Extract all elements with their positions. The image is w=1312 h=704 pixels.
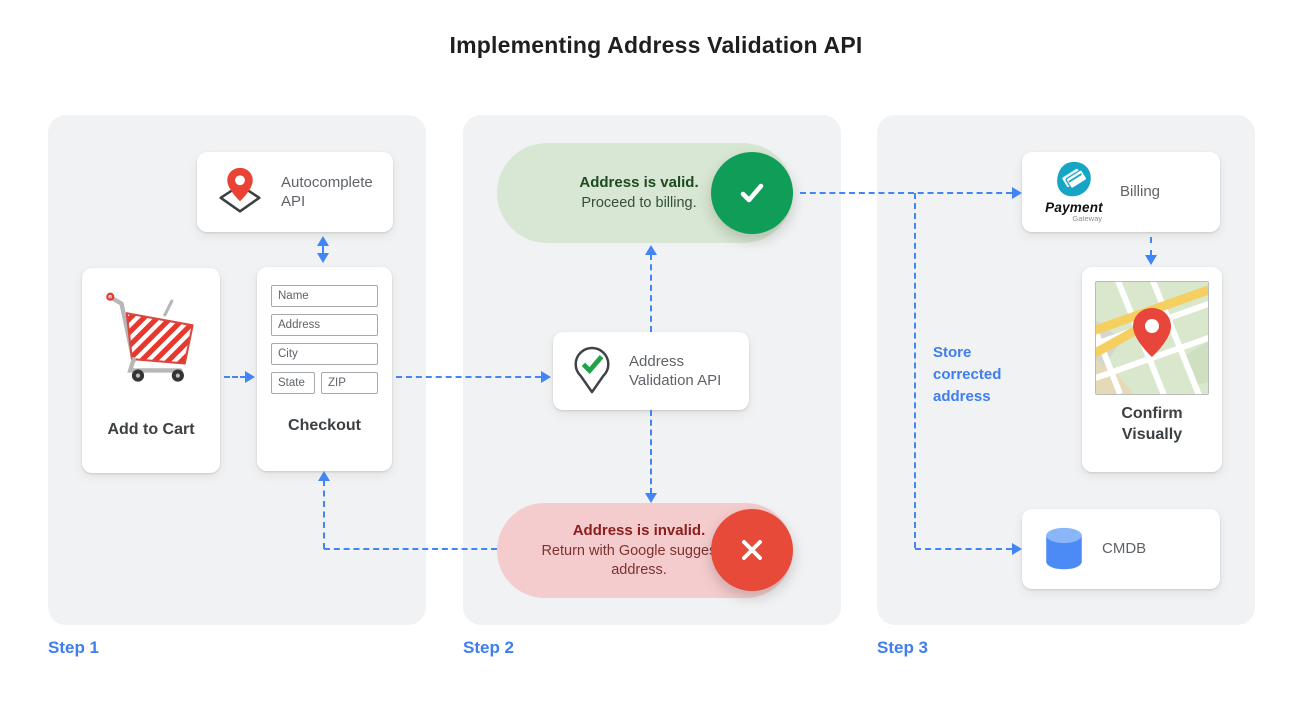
step2-label: Step 2 <box>463 638 515 657</box>
arrow-valid-to-billing-line <box>800 192 1012 194</box>
arrow-valid-to-billing-head <box>1012 187 1022 199</box>
autocomplete-api-label: Autocomplete API <box>281 173 373 211</box>
arrow-cart-to-checkout-line <box>224 376 246 378</box>
add-to-cart-card: Add to Cart <box>82 268 220 473</box>
arrow-billing-to-confirm-line <box>1150 237 1152 256</box>
arrow-checkout-to-validation-head <box>541 371 551 383</box>
arrow-autocomplete-to-checkout-head <box>317 253 329 263</box>
arrow-billing-to-confirm-head <box>1145 255 1157 265</box>
invalid-subtitle: Return with Google suggested address. <box>541 542 737 579</box>
arrow-validation-to-invalid-line <box>650 410 652 494</box>
valid-subtitle: Proceed to billing. <box>581 195 697 212</box>
checkout-zip-field <box>321 372 378 394</box>
database-cylinder-icon <box>1042 525 1086 573</box>
arrow-checkout-to-autocomplete-head <box>317 236 329 246</box>
store-corrected-address-vline <box>914 193 916 548</box>
payment-logo-word: Payment <box>1045 200 1103 215</box>
arrow-validation-to-valid-head <box>645 245 657 255</box>
x-circle-icon <box>711 509 793 591</box>
arrow-invalid-to-checkout-hline <box>324 548 497 550</box>
confirm-visually-label: Confirm Visually <box>1121 404 1183 444</box>
map-pin-diamond-icon <box>213 165 267 219</box>
payment-logo-subword: Gateway <box>1072 214 1102 223</box>
checkout-card: Checkout <box>257 267 392 471</box>
autocomplete-api-card: Autocomplete API <box>197 152 393 232</box>
invalid-title: Address is invalid. <box>572 522 706 540</box>
map-pin-check-icon <box>569 346 615 396</box>
arrow-store-to-cmdb-head <box>1012 543 1022 555</box>
arrow-autocomplete-checkout-line <box>322 244 324 255</box>
arrow-invalid-to-checkout-vline <box>323 480 325 549</box>
billing-label: Billing <box>1120 183 1161 201</box>
checkout-name-field <box>271 285 378 307</box>
payment-gateway-logo: Payment Gateway <box>1038 161 1110 223</box>
checkout-city-field <box>271 343 378 365</box>
add-to-cart-label: Add to Cart <box>107 421 195 439</box>
address-validation-api-card: Address Validation API <box>553 332 749 410</box>
check-circle-icon <box>711 152 793 234</box>
arrow-validation-to-valid-line <box>650 254 652 332</box>
cmdb-card: CMDB <box>1022 509 1220 589</box>
step1-label: Step 1 <box>48 638 100 657</box>
checkout-state-field <box>271 372 315 394</box>
arrow-checkout-to-validation-line <box>396 376 541 378</box>
valid-title: Address is valid. <box>579 174 699 192</box>
arrow-invalid-to-checkout-head <box>318 471 330 481</box>
store-corrected-address-note: Store corrected address <box>933 344 1002 405</box>
address-invalid-pill: Address is invalid. Return with Google s… <box>497 503 793 598</box>
billing-card: Payment Gateway Billing <box>1022 152 1220 232</box>
arrow-store-to-cmdb-line <box>915 548 1012 550</box>
arrow-validation-to-invalid-head <box>645 493 657 503</box>
checkout-address-field <box>271 314 378 336</box>
arrow-cart-to-checkout-head <box>245 371 255 383</box>
map-thumbnail <box>1082 281 1222 395</box>
checkout-label: Checkout <box>288 417 361 435</box>
cmdb-label: CMDB <box>1102 540 1147 558</box>
address-validation-api-label: Address Validation API <box>629 352 722 390</box>
shopping-cart-icon <box>82 284 220 384</box>
step3-label: Step 3 <box>877 638 929 657</box>
address-valid-pill: Address is valid. Proceed to billing. <box>497 143 793 243</box>
confirm-visually-card: Confirm Visually <box>1082 267 1222 472</box>
page-title: Implementing Address Validation API <box>449 32 863 58</box>
